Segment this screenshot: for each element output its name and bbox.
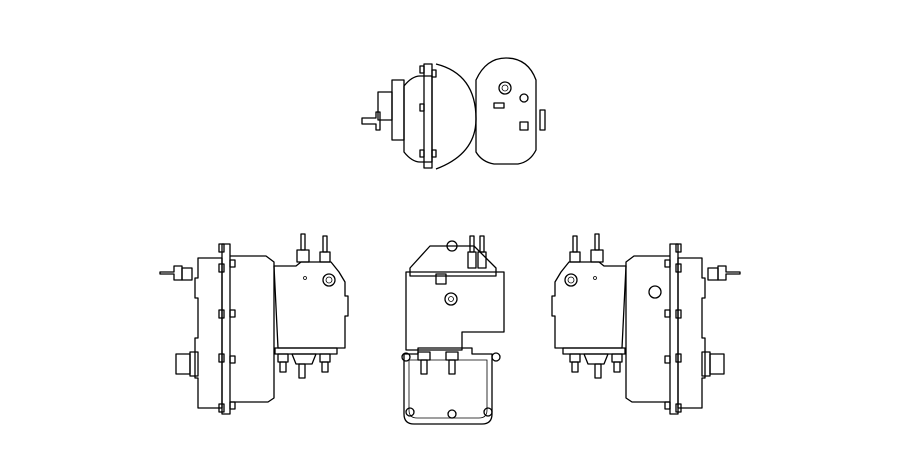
right-side-view <box>551 233 741 415</box>
left-side-view <box>159 233 349 415</box>
front-view <box>402 236 504 424</box>
right-view-port <box>649 286 661 298</box>
top-view <box>362 58 545 169</box>
